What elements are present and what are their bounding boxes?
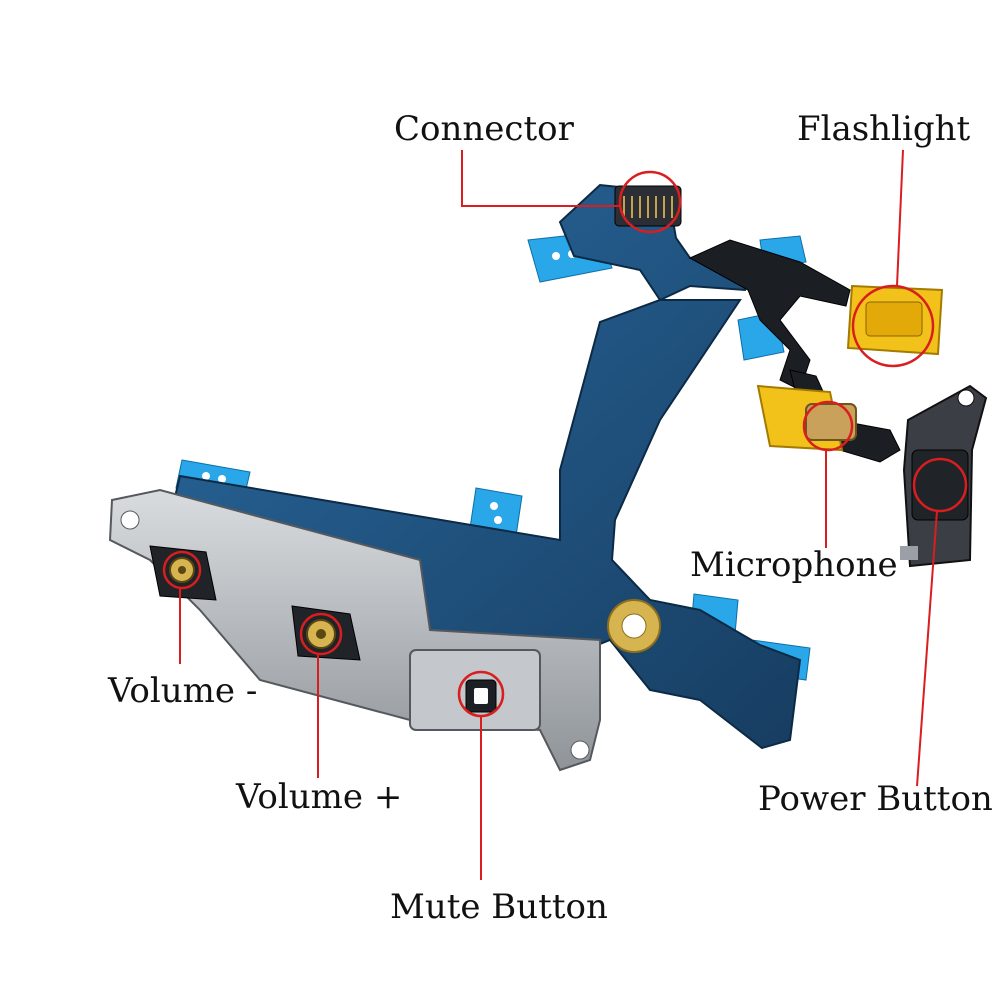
power-button-callout-circle	[912, 457, 968, 513]
flashlight-callout-circle	[851, 284, 935, 368]
connector-label: Connector	[394, 109, 574, 149]
volume-plus-callout-circle	[299, 612, 343, 656]
connector-callout-circle	[618, 170, 682, 234]
gold-ring	[607, 599, 661, 653]
flashlight-part	[846, 284, 944, 356]
volume-minus-label: Volume -	[108, 671, 258, 711]
power-button-leader-line	[916, 510, 938, 787]
connector-leader-line	[461, 150, 620, 207]
flashlight-label: Flashlight	[797, 109, 971, 149]
power-button-label: Power Button	[758, 779, 993, 819]
volume-plus-label: Volume +	[236, 777, 403, 817]
volume-minus-switch	[169, 557, 195, 583]
mute-button-label: Mute Button	[390, 887, 608, 927]
volume-minus-callout-circle	[162, 550, 202, 590]
volume-plus-switch	[306, 619, 336, 649]
callout-circles	[162, 170, 968, 718]
flashlight-leader-line	[896, 149, 904, 287]
microphone-callout-circle	[802, 400, 854, 452]
power-button-part	[900, 384, 988, 568]
leader-lines	[179, 149, 938, 880]
microphone-label: Microphone	[690, 545, 898, 585]
connector-part	[614, 185, 682, 227]
mute-switch	[465, 679, 497, 713]
microphone-part	[756, 384, 857, 452]
